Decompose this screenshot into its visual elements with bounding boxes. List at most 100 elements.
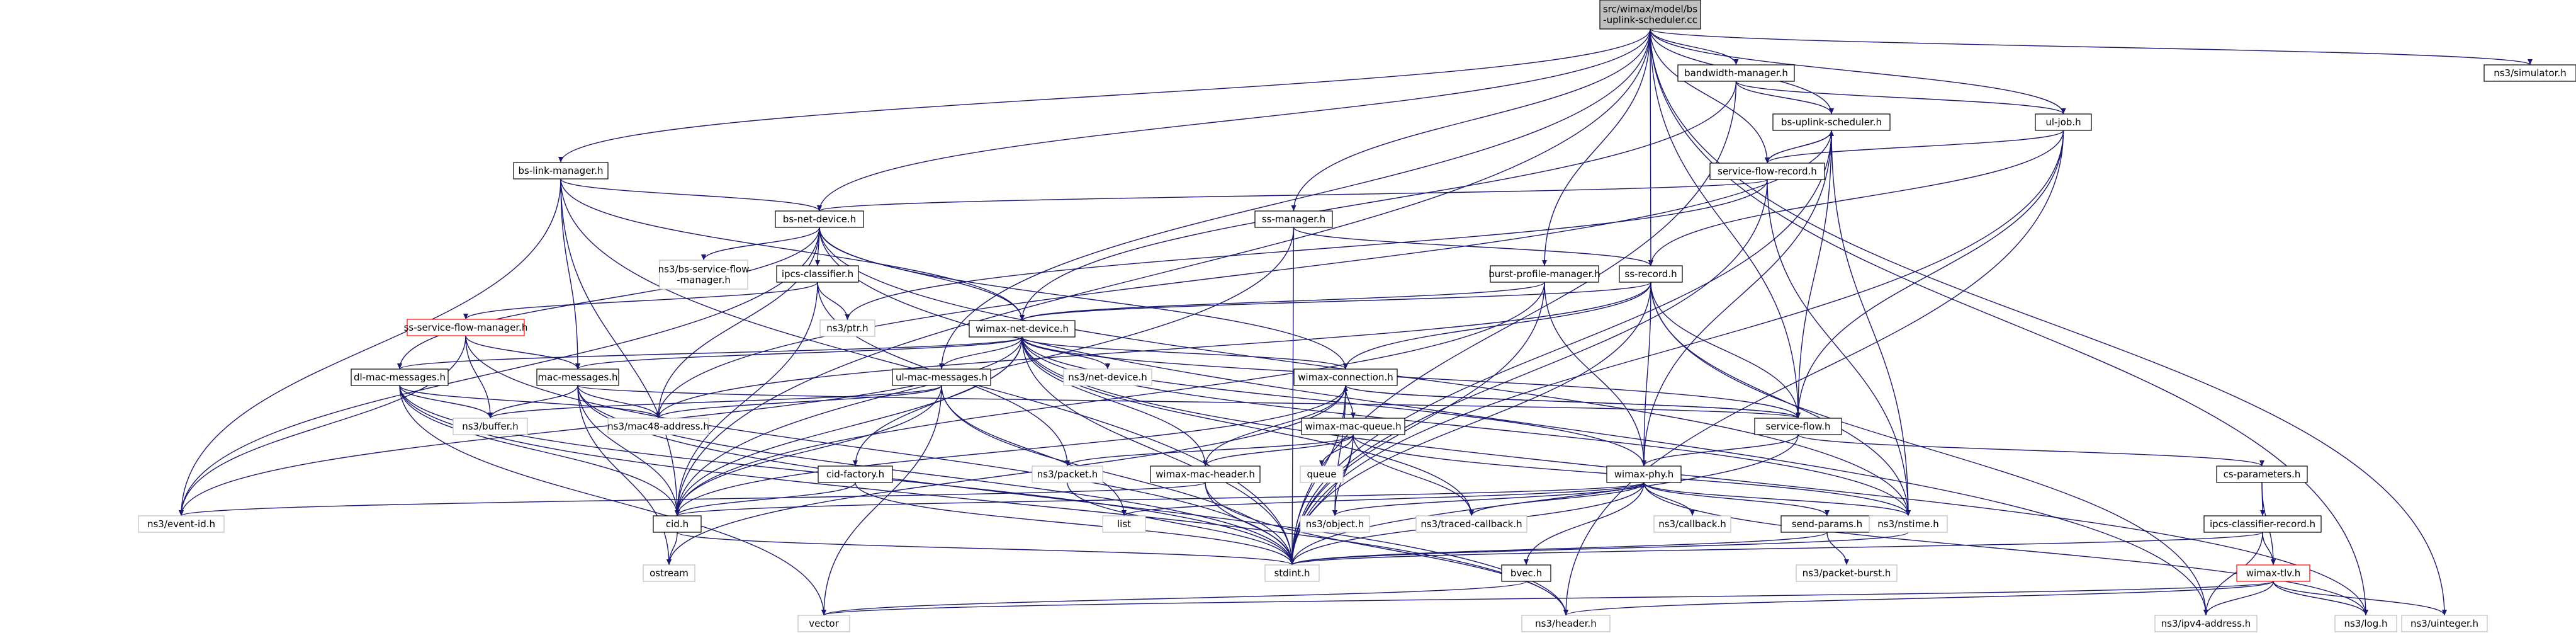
node-ostream[interactable]: ostream [643,564,695,582]
node-box [2154,615,2258,632]
node-ss-manager[interactable]: ss-manager.h [1254,210,1333,228]
node-wimax-net-device[interactable]: wimax-net-device.h [969,320,1076,338]
node-ns3-event-id[interactable]: ns3/event-id.h [138,515,225,533]
node-cid-factory[interactable]: cid-factory.h [818,465,893,483]
include-edge-bs-net-device-to-dl-mac-messages [399,227,820,370]
include-edge-root-to-burst-profile-manager [1544,28,1651,266]
include-edge-bs-link-manager-to-mac-messages [560,178,578,370]
include-edge-wimax-mac-header-to-ns3-event-id [181,482,1206,516]
node-label: dl-mac-messages.h [354,372,446,383]
node-send-params[interactable]: send-params.h [1780,515,1874,533]
node-ss-record[interactable]: ss-record.h [1619,265,1683,283]
node-cid[interactable]: cid.h [653,515,702,533]
node-dl-mac-messages[interactable]: dl-mac-messages.h [351,368,449,386]
node-ns3-log[interactable]: ns3/log.h [2334,615,2397,632]
node-wimax-mac-queue[interactable]: wimax-mac-queue.h [1301,418,1405,435]
node-cs-parameters[interactable]: cs-parameters.h [2216,465,2308,483]
include-edge-dl-mac-messages-to-ns3-mac48-address [399,385,659,419]
node-bandwidth-manager[interactable]: bandwidth-manager.h [1677,64,1795,82]
node-box [1709,163,1825,180]
node-ns3-mac48-address[interactable]: ns3/mac48-address.h [607,418,709,435]
include-edge-bvec-to-vector [823,581,1527,616]
node-bs-link-manager[interactable]: bs-link-manager.h [513,162,609,180]
node-ns3-traced-callback[interactable]: ns3/traced-callback.h [1415,515,1527,533]
node-ns3-packet-burst[interactable]: ns3/packet-burst.h [1796,564,1898,582]
node-ns3-callback[interactable]: ns3/callback.h [1653,515,1731,533]
include-edge-ul-job-to-ns3-header [1565,130,2064,616]
node-box [1300,465,1344,483]
node-stdint[interactable]: stdint.h [1264,564,1320,582]
node-label: wimax-phy.h [1614,469,1674,480]
node-wimax-mac-header[interactable]: wimax-mac-header.h [1150,465,1261,483]
node-box [969,320,1076,338]
node-ul-mac-messages[interactable]: ul-mac-messages.h [892,368,991,386]
node-ns3-nstime[interactable]: ns3/nstime.h [1869,515,1948,533]
node-vector[interactable]: vector [797,615,850,632]
arrowhead [463,314,468,319]
node-wimax-connection[interactable]: wimax-connection.h [1293,368,1398,386]
node-ns3-bs-service-flow-manager[interactable]: ns3/bs-service-flow-manager.h [658,259,750,290]
node-mac-messages[interactable]: mac-messages.h [536,368,619,386]
include-edge-wimax-connection-to-wimax-mac-header [1205,385,1346,467]
node-wimax-tlv[interactable]: wimax-tlv.h [2236,564,2310,582]
node-box [643,564,695,582]
include-edge-wimax-phy-to-ns3-nstime [1643,482,1909,516]
node-ss-service-flow-manager[interactable]: ss-service-flow-manager.h [404,319,528,336]
node-label: ns3/traced-callback.h [1420,518,1522,530]
arrowhead [1796,413,1801,418]
node-root[interactable]: src/wimax/model/bs-uplink-scheduler.cc [1599,0,1701,30]
arrowhead [575,363,580,369]
node-box [1293,368,1398,386]
include-edge-wimax-phy-to-list [1123,482,1645,516]
node-label: ns3/packet-burst.h [1803,567,1891,579]
node-ns3-ipv4-address[interactable]: ns3/ipv4-address.h [2154,615,2258,632]
node-ns3-object[interactable]: ns3/object.h [1300,515,1370,533]
node-bs-net-device[interactable]: bs-net-device.h [775,210,864,228]
node-label: bandwidth-manager.h [1684,67,1788,79]
node-label: wimax-tlv.h [2246,567,2301,579]
include-edge-bs-net-device-to-ns3-ipv4-address [819,227,2207,616]
node-ns3-header[interactable]: ns3/header.h [1521,615,1611,632]
node-ns3-net-device[interactable]: ns3/net-device.h [1063,368,1152,386]
include-edge-root-to-bandwidth-manager [1650,28,1737,66]
include-edge-wimax-net-device-to-service-flow [1021,336,1799,419]
include-edge-service-flow-record-to-bs-uplink-scheduler [1767,130,1832,164]
node-label: burst-profile-manager.h [1488,268,1600,280]
node-ns3-simulator[interactable]: ns3/simulator.h [2483,64,2576,82]
node-list[interactable]: list [1102,515,1146,533]
node-wimax-phy[interactable]: wimax-phy.h [1606,465,1682,483]
include-edge-bs-link-manager-to-ns3-event-id [181,178,561,516]
arrowhead [2260,510,2265,516]
include-edge-ss-manager-to-ss-record [1293,227,1651,266]
node-ul-job[interactable]: ul-job.h [2035,113,2092,131]
include-edge-ul-mac-messages-to-stdint [941,385,1293,566]
node-label: ns3/ipv4-address.h [2161,618,2251,629]
node-ns3-ptr[interactable]: ns3/ptr.h [819,319,875,337]
node-label: send-params.h [1792,518,1862,530]
node-bvec[interactable]: bvec.h [1501,564,1551,582]
node-ns3-uinteger[interactable]: ns3/uinteger.h [2401,615,2488,632]
node-burst-profile-manager[interactable]: burst-profile-manager.h [1488,265,1600,283]
include-edge-ss-service-flow-manager-to-mac-messages [465,335,578,370]
include-edge-wimax-tlv-to-ns3-ipv4-address [2205,581,2274,616]
node-ns3-buffer[interactable]: ns3/buffer.h [453,418,528,435]
node-ns3-packet[interactable]: ns3/packet.h [1032,465,1103,483]
include-edge-ss-record-to-ns3-nstime [1650,282,1909,516]
node-label: ns3/buffer.h [462,421,519,432]
node-box [607,418,709,435]
node-service-flow[interactable]: service-flow.h [1754,418,1842,435]
node-bs-uplink-scheduler[interactable]: bs-uplink-scheduler.h [1772,113,1891,131]
arrowhead [1291,205,1296,211]
node-ipcs-classifier-record[interactable]: ipcs-classifier-record.h [2203,515,2322,533]
node-label: mac-messages.h [538,372,618,383]
node-label: ns3/nstime.h [1877,518,1938,530]
arrowhead [2061,108,2066,114]
include-edge-ss-service-flow-manager-to-ns3-buffer [465,335,491,419]
node-label: ns3/event-id.h [147,518,215,530]
arrowhead [1648,260,1653,266]
node-ipcs-classifier[interactable]: ipcs-classifier.h [776,265,859,283]
arrowhead [488,413,493,418]
node-queue[interactable]: queue [1300,465,1344,483]
node-service-flow-record[interactable]: service-flow-record.h [1709,163,1825,180]
node-label: cid.h [666,518,689,530]
